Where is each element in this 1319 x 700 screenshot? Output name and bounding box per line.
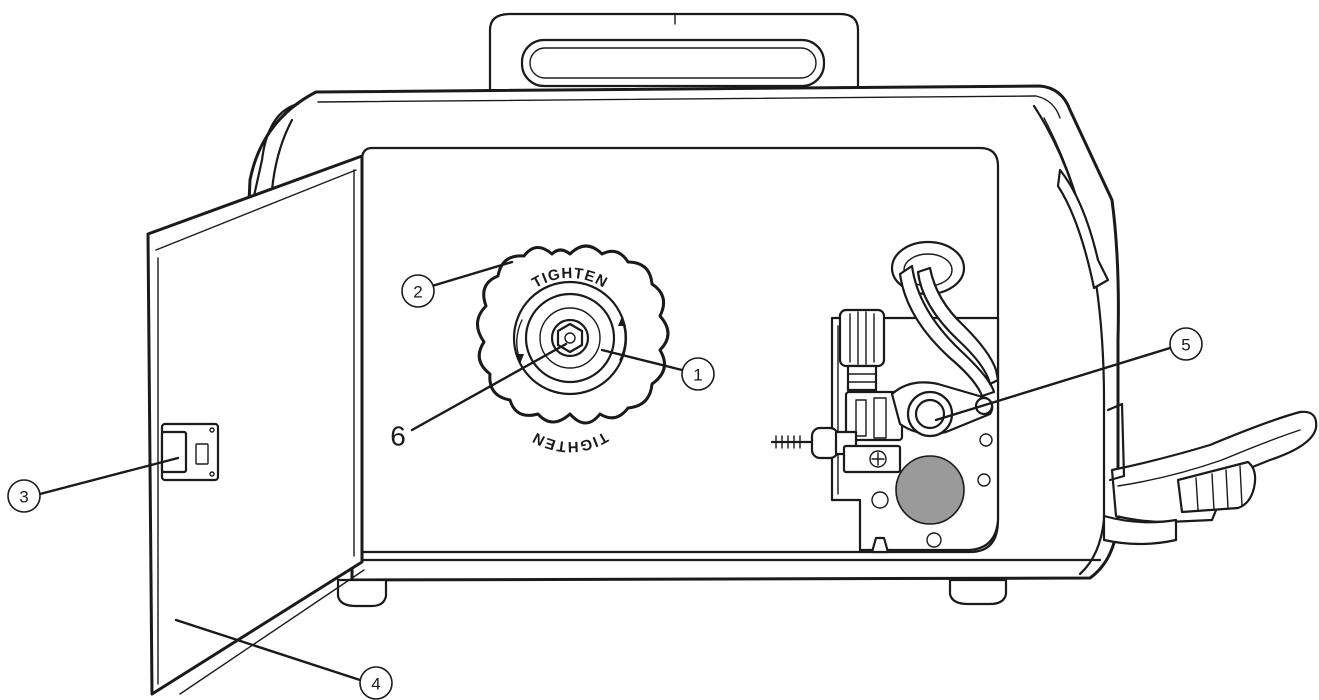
callout-1: 1 [681,357,715,391]
side-door [146,154,365,696]
callout-6: 6 [390,421,406,452]
drive-roll [895,455,965,525]
leader-3 [38,456,180,496]
callout-leaders [38,260,1172,682]
leader-4 [174,618,362,682]
callout-2: 2 [401,274,435,308]
leader-1 [600,348,684,372]
carry-handle [488,12,860,94]
leader-5 [934,346,1172,422]
callout-3: 3 [7,479,41,513]
leader-6 [410,342,568,432]
callout-1-label: 1 [693,366,702,385]
power-cable [1102,402,1318,546]
leader-2 [430,260,514,288]
housing-feet [336,578,1008,608]
callout-6-label: 6 [390,421,406,452]
callout-3-label: 3 [19,488,28,507]
door-latch [160,422,220,482]
callout-4-label: 4 [371,675,380,694]
callout-4: 4 [359,666,393,700]
wire-feed-mechanism [770,240,1000,554]
callout-5: 5 [1169,327,1203,361]
callout-2-label: 2 [413,283,422,302]
spool-hub-knob: TIGHTEN TIGHTEN [476,244,670,455]
callout-5-label: 5 [1181,336,1190,355]
